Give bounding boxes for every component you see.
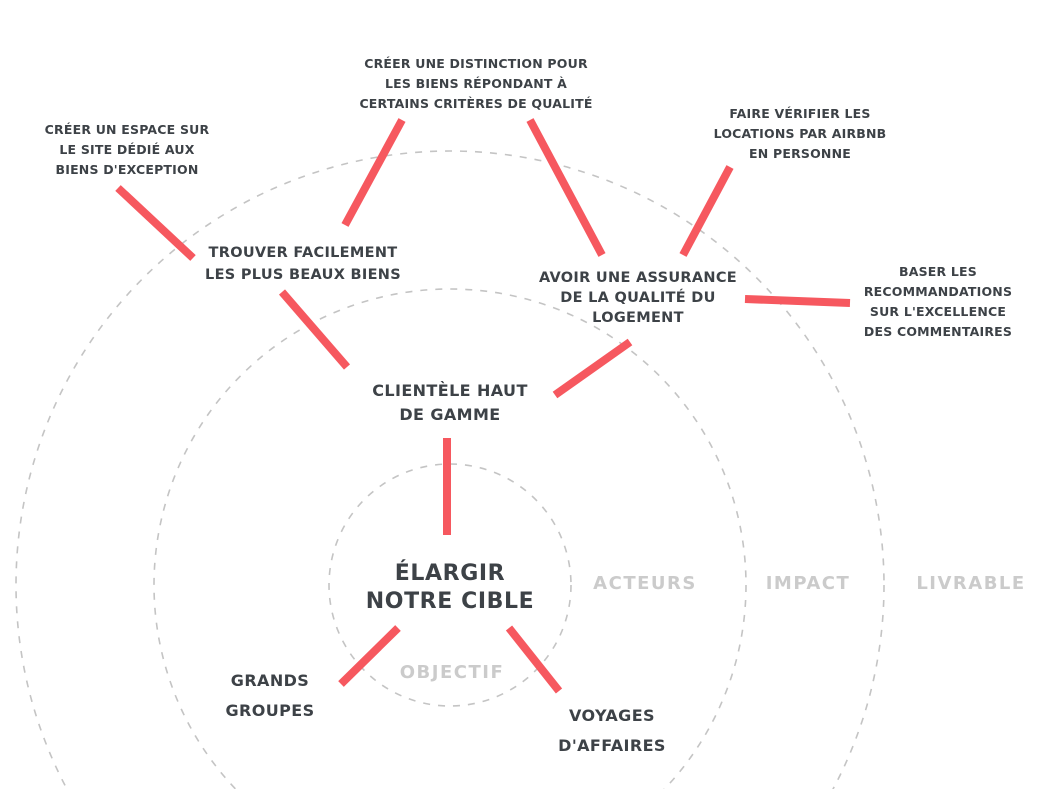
node-objective-elargir-notre-cible: ÉLARGIR NOTRE CIBLE <box>365 561 535 614</box>
link-clientele-assurance <box>552 338 633 399</box>
node-deliverable-recommandations-commentaires: BASER LES RECOMMANDATIONS SUR L'EXCELLEN… <box>863 264 1013 339</box>
link-trouver-espace <box>115 185 196 261</box>
link-objective-grands-groupes <box>338 625 401 687</box>
node-impact-trouver-beaux-biens: TROUVER FACILEMENT LES PLUS BEAUX BIENS <box>205 245 401 283</box>
link-objective-voyages <box>505 625 563 694</box>
link-assurance-verification <box>679 165 734 257</box>
ring-circle-impact <box>15 150 885 789</box>
ring-circle-objectif <box>328 463 572 707</box>
link-assurance-recommandations <box>744 295 851 307</box>
ring-label-objectif: OBJECTIF <box>391 662 513 684</box>
node-actor-grands-groupes: GRANDS GROUPES <box>225 671 315 720</box>
node-deliverable-espace-biens-exception: CRÉER UN ESPACE SUR LE SITE DÉDIÉ AUX BI… <box>44 122 210 177</box>
node-deliverable-distinction-qualite: CRÉER UNE DISTINCTION POUR LES BIENS RÉP… <box>359 56 593 111</box>
node-impact-assurance-qualite: AVOIR UNE ASSURANCE DE LA QUALITÉ DU LOG… <box>538 270 738 326</box>
node-actor-voyages-daffaires: VOYAGES D'AFFAIRES <box>558 706 666 755</box>
node-deliverable-verification-airbnb: FAIRE VÉRIFIER LES LOCATIONS PAR AIRBNB … <box>713 106 887 161</box>
link-clientele-trouver <box>278 289 351 370</box>
ring-label-impact: IMPACT <box>765 573 851 594</box>
link-trouver-distinction <box>341 118 406 227</box>
ring-circle-acteurs <box>153 288 747 789</box>
link-assurance-distinction <box>526 118 606 257</box>
node-actor-clientele-haut-de-gamme: CLIENTÈLE HAUT DE GAMME <box>372 381 528 424</box>
ring-label-livrable: LIVRABLE <box>916 573 1026 594</box>
ring-label-acteurs: ACTEURS <box>593 573 697 594</box>
